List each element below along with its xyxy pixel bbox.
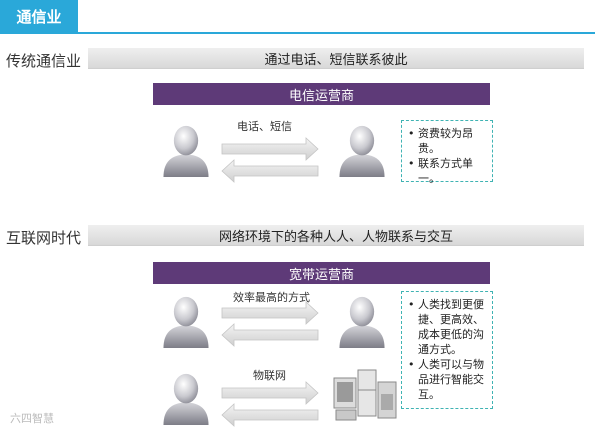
header-divider <box>0 32 595 34</box>
section1-bar: 通过电话、短信联系彼此 <box>88 48 584 69</box>
section2-arrow-label-1: 效率最高的方式 <box>233 291 310 304</box>
double-arrow-icon <box>218 136 322 184</box>
section2-arrow-label-2: 物联网 <box>253 369 286 382</box>
person-icon <box>160 293 212 351</box>
note-item: 人类找到更便捷、更高效、成本更低的沟通方式。 <box>408 297 486 357</box>
section2-note-box: 人类找到更便捷、更高效、成本更低的沟通方式。 人类可以与物品进行智能交互。 <box>401 291 493 409</box>
double-arrow-icon <box>218 380 322 428</box>
double-arrow-icon <box>218 300 322 348</box>
person-icon <box>336 293 388 351</box>
header-tag: 通信业 <box>0 0 78 32</box>
section1-operator-bar: 电信运营商 <box>153 83 490 105</box>
person-icon <box>160 370 212 428</box>
person-icon <box>160 122 212 180</box>
watermark: 六四智慧 <box>10 412 54 425</box>
note-item: 联系方式单一。 <box>408 156 486 186</box>
person-icon <box>336 122 388 180</box>
note-item: 资费较为昂贵。 <box>408 126 486 156</box>
section1-label: 传统通信业 <box>6 52 82 70</box>
note-item: 人类可以与物品进行智能交互。 <box>408 357 486 402</box>
section2-operator-bar: 宽带运营商 <box>153 262 490 284</box>
section1-arrow-label: 电话、短信 <box>237 120 292 133</box>
section1-note-box: 资费较为昂贵。 联系方式单一。 <box>401 120 493 185</box>
section2-label: 互联网时代 <box>6 229 82 247</box>
appliances-icon <box>333 369 397 421</box>
section2-bar: 网络环境下的各种人人、人物联系与交互 <box>88 225 584 246</box>
